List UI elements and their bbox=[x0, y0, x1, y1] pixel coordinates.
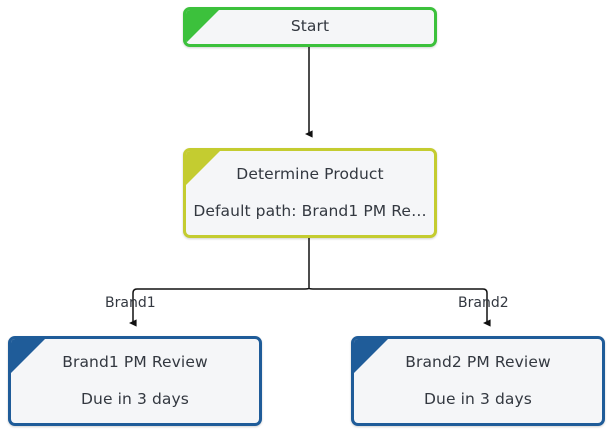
edge-label-brand1: Brand1 bbox=[105, 295, 156, 311]
node-subtitle: Due in 3 days bbox=[81, 390, 189, 408]
node-accent-corner-icon bbox=[354, 339, 388, 373]
node-accent-corner-icon bbox=[186, 151, 220, 185]
node-title: Determine Product bbox=[236, 164, 384, 183]
node-accent-corner-icon bbox=[11, 339, 45, 373]
node-title: Brand1 PM Review bbox=[62, 352, 208, 371]
node-accent-corner-icon bbox=[186, 10, 219, 43]
node-start[interactable]: Start bbox=[183, 7, 437, 47]
edge-determine-to-brand2 bbox=[308, 287, 491, 327]
node-subtitle: Default path: Brand1 PM Re… bbox=[193, 202, 427, 220]
node-brand2-pm-review[interactable]: Brand2 PM Review Due in 3 days bbox=[351, 336, 605, 426]
node-title: Brand2 PM Review bbox=[405, 352, 551, 371]
node-brand1-pm-review[interactable]: Brand1 PM Review Due in 3 days bbox=[8, 336, 262, 426]
node-title: Start bbox=[290, 17, 330, 36]
edge-label-brand2: Brand2 bbox=[458, 295, 509, 311]
edge-determine-to-brand1 bbox=[128, 287, 310, 327]
node-subtitle: Due in 3 days bbox=[424, 390, 532, 408]
node-determine-product[interactable]: Determine Product Default path: Brand1 P… bbox=[183, 148, 437, 238]
